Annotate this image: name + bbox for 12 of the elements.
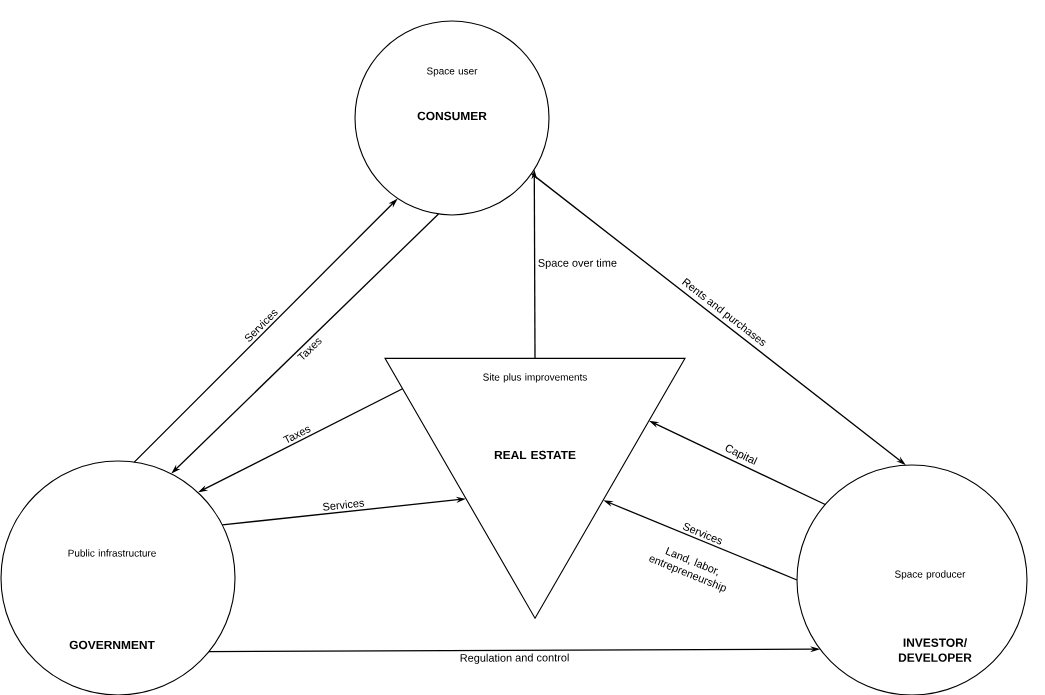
edge-label: Regulation and control	[460, 653, 569, 664]
edge-label: Space over time	[538, 258, 617, 269]
node-label: INVESTOR/ DEVELOPER	[898, 638, 972, 662]
node-label: CONSUMER	[417, 111, 487, 121]
node-label: Space producer	[895, 570, 966, 580]
node-label: GOVERNMENT	[69, 640, 155, 650]
edge-label: Services	[323, 500, 365, 511]
node-label: Public infrastructure	[68, 549, 156, 557]
edge-label: Taxes	[282, 426, 311, 443]
node-label: REAL ESTATE	[494, 450, 576, 460]
node-label: Space user	[427, 67, 478, 77]
node-label: Site plus improvements	[483, 373, 587, 383]
